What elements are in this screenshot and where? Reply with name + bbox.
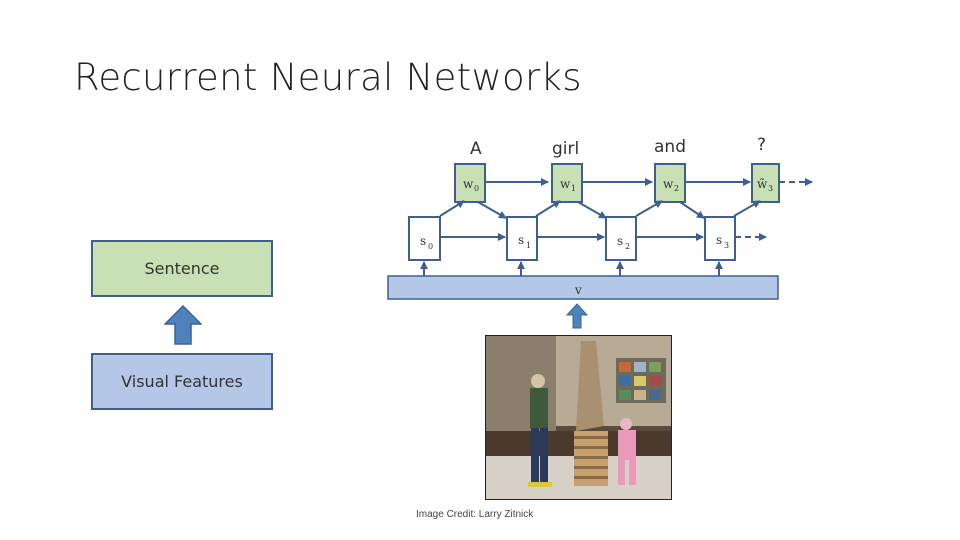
svg-text:0: 0 bbox=[428, 242, 433, 251]
svg-text:2: 2 bbox=[674, 184, 679, 193]
visual-features-label: Visual Features bbox=[121, 372, 243, 391]
scene-photo bbox=[485, 335, 672, 500]
photo-up-arrow-icon bbox=[565, 303, 589, 329]
svg-text:w: w bbox=[663, 177, 674, 191]
state-node-2: s 2 bbox=[605, 216, 637, 261]
word-node-1: w 1 bbox=[551, 163, 583, 203]
svg-text:w̃: w̃ bbox=[757, 177, 768, 191]
word-node-0: w 0 bbox=[454, 163, 486, 203]
svg-text:0: 0 bbox=[474, 184, 479, 193]
word-node-3: w̃ 3 bbox=[751, 163, 780, 203]
svg-text:s: s bbox=[716, 233, 722, 247]
visual-bar-label: v bbox=[574, 283, 582, 297]
svg-text:1: 1 bbox=[526, 241, 531, 250]
svg-text:2: 2 bbox=[625, 242, 630, 251]
word-label-0: A bbox=[470, 139, 482, 159]
visual-features-box: Visual Features bbox=[91, 353, 273, 410]
svg-text:s: s bbox=[420, 234, 426, 248]
svg-text:w: w bbox=[463, 177, 474, 191]
visual-feature-bar: v bbox=[387, 275, 779, 300]
up-arrow-icon bbox=[164, 305, 202, 345]
svg-text:w: w bbox=[560, 177, 571, 191]
image-credit: Image Credit: Larry Zitnick bbox=[416, 509, 534, 520]
svg-text:s: s bbox=[617, 234, 623, 248]
sentence-box: Sentence bbox=[91, 240, 273, 297]
word-label-2: and bbox=[654, 137, 686, 157]
slide-title: Recurrent Neural Networks bbox=[74, 56, 582, 99]
svg-text:3: 3 bbox=[724, 241, 729, 250]
word-label-3: ? bbox=[757, 135, 766, 155]
word-label-1: girl bbox=[552, 139, 579, 159]
sentence-label: Sentence bbox=[144, 259, 220, 278]
word-node-2: w 2 bbox=[654, 163, 686, 203]
state-node-0: s 0 bbox=[408, 216, 441, 261]
state-node-1: s 1 bbox=[506, 216, 538, 261]
svg-text:3: 3 bbox=[768, 184, 773, 193]
state-node-3: s 3 bbox=[704, 216, 736, 261]
svg-text:s: s bbox=[518, 233, 524, 247]
svg-text:1: 1 bbox=[571, 184, 576, 193]
